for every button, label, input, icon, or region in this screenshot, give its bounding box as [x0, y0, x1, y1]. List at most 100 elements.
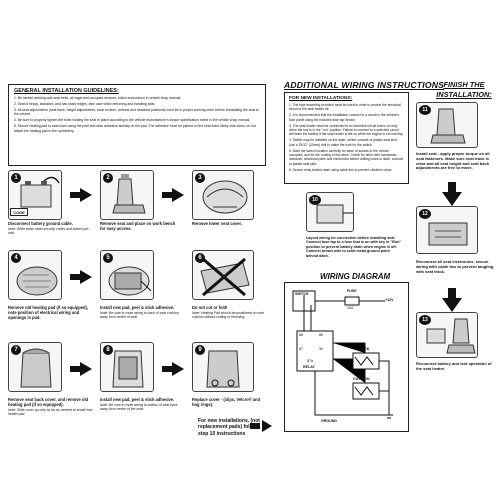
cushion-label: CUSHION	[353, 377, 370, 381]
step-13-caption: Reconnect battery and test operation of …	[416, 361, 492, 371]
down-arrow-icon	[442, 288, 462, 312]
instruction-item: 1. The fuse assembly provided must be us…	[289, 103, 401, 112]
step-4-image: 4	[8, 250, 62, 300]
finish-title: FINISH THE	[443, 80, 485, 89]
step-number: 1	[11, 173, 21, 183]
guideline-item: 5. Secure heating pad to seat foam using…	[14, 124, 256, 133]
amp-label: 10A	[347, 306, 354, 310]
step-7-caption: Remove seat back cover, and remove old h…	[8, 397, 94, 416]
step-6-image: 6	[192, 250, 254, 300]
step-10-image: 10	[306, 192, 354, 232]
battery-cable-illustration	[20, 176, 60, 208]
new-pad-install-illustration	[108, 266, 152, 296]
instruction-item: 6. Secure relay behind dash using cable …	[289, 167, 393, 172]
new-installations-box: FOR NEW INSTALLATIONS: 1. The fuse assem…	[284, 92, 409, 184]
step-number: 11	[419, 105, 431, 115]
arrow-icon	[250, 420, 272, 432]
seat-illustration	[112, 174, 146, 214]
new-installations-title: FOR NEW INSTALLATIONS:	[289, 96, 353, 101]
relay-pin: 30	[319, 347, 323, 351]
step-note: Note: Heating Pad should be positioned o…	[192, 310, 264, 319]
ground-label: GROUND	[321, 419, 337, 423]
step-5-image: 5	[100, 250, 154, 300]
relay-pin: 87	[299, 347, 303, 351]
step-number: 5	[103, 253, 113, 263]
step-text: Replace cover - (clips, Velcro® and hog …	[192, 397, 261, 407]
step-number: 4	[11, 253, 21, 263]
additional-wiring-title: ADDITIONAL WIRING INSTRUCTIONS	[284, 80, 445, 90]
step-number: 9	[195, 345, 205, 355]
step-number: 10	[309, 195, 321, 205]
down-arrow-icon	[442, 182, 462, 206]
seat-electronics-illustration	[428, 222, 468, 246]
step-8-caption: Install new pad, peel & stick adhesive. …	[100, 397, 184, 411]
general-guidelines-box: GENERAL INSTALLATION GUIDELINES: 1. Be c…	[8, 84, 266, 166]
wiring-diagram-title: WIRING DIAGRAM	[320, 272, 391, 281]
step-note: Note: Be sure to route wiring to bottom …	[100, 402, 179, 411]
seat-back-cover-illustration	[20, 348, 52, 388]
relay-pin: 85	[319, 333, 323, 337]
relay-pin: 87a	[307, 359, 313, 363]
arrow-icon	[70, 188, 92, 202]
step-12-caption: Reconnect all seat electronics, secure w…	[416, 259, 494, 274]
step-9-caption: Replace cover - (clips, Velcro® and hog …	[192, 397, 266, 408]
step-9-image: 9	[192, 342, 254, 392]
step-text: Remove seat and place on work bench for …	[100, 221, 176, 231]
step-3-image: 3	[192, 170, 254, 220]
step-text: Install new pad, peel & stick adhesive.	[100, 397, 175, 402]
arrow-icon	[70, 270, 92, 284]
step-text: Remove lower seat cover.	[192, 221, 243, 226]
step-text: Remove seat back cover, and remove old h…	[8, 397, 89, 407]
step-1-caption: Disconnect battery ground cable. Note: W…	[8, 221, 90, 235]
code-label: CODE	[10, 208, 28, 216]
guideline-item: 2. Seat is heavy, awkward, and has sharp…	[14, 102, 156, 107]
step-number: 13	[419, 315, 431, 325]
guidelines-title: GENERAL INSTALLATION GUIDELINES:	[14, 88, 119, 94]
step-text: Do not cut or fold!	[192, 305, 228, 310]
step-2-image: 2	[100, 170, 154, 220]
instruction-item: 2. It is recommended that the installati…	[289, 113, 400, 122]
instruction-item: 4. Switch may be installed on the dash, …	[289, 138, 398, 147]
step-12-image: 12	[416, 206, 478, 254]
step-11-image: 11	[416, 102, 478, 148]
relay-label: RELAY	[303, 365, 315, 369]
step-3-caption: Remove lower seat cover.	[192, 221, 262, 227]
arrow-icon	[162, 362, 184, 376]
new-install-note: For new installations, (not replacement …	[198, 418, 260, 437]
step-number: 8	[103, 345, 113, 355]
guideline-item: 3. All seat adjustments (seat track, hei…	[14, 108, 259, 117]
step-number: 12	[419, 209, 431, 219]
step-number: 2	[103, 173, 113, 183]
test-operation-illustration	[426, 318, 476, 354]
arrow-icon	[162, 188, 184, 202]
step-text: Disconnect battery ground cable.	[8, 221, 73, 226]
step-13-image: 13	[416, 312, 478, 358]
step-text: Install new pad, peel & stick adhesive.	[100, 305, 175, 310]
arrow-icon	[70, 362, 92, 376]
do-not-cut-illustration	[200, 257, 250, 297]
step-5-caption: Install new pad, peel & stick adhesive. …	[100, 305, 184, 319]
step-8-image: 8	[100, 342, 154, 392]
step-number: 7	[11, 345, 21, 355]
step-10-caption: Layout wiring for connection before inst…	[306, 236, 402, 258]
replace-cover-illustration	[206, 350, 240, 388]
back-pad-install-illustration	[112, 350, 144, 388]
switch-label: SWITCH	[295, 292, 309, 296]
relay-pin: 86	[299, 333, 303, 337]
step-7-image: 7	[8, 342, 62, 392]
finish-subtitle: INSTALLATION:	[436, 90, 492, 99]
step-number: 6	[195, 253, 205, 263]
fuse-label: FUSE	[347, 289, 357, 293]
install-seat-illustration	[430, 108, 466, 144]
instruction-item: 3. The seat heater must be connected to …	[289, 123, 404, 137]
step-number: 3	[195, 173, 205, 183]
wiring-schematic	[292, 290, 393, 419]
step-note: Note: Write down radio security codes an…	[8, 226, 90, 235]
instruction-item: 5. Mark the switch location carefully fo…	[289, 148, 404, 166]
back-label: BACK	[359, 347, 370, 351]
guideline-item: 4. Be sure to properly tighten the bolts…	[14, 118, 251, 123]
guideline-item: 1. Be careful working with seat belts, a…	[14, 96, 182, 100]
wiring-diagram-box: SWITCH FUSE 10A +12V 86 85 87 30 87a REL…	[284, 282, 409, 432]
step-4-caption: Remove old heating pad (if so equipped),…	[8, 305, 94, 321]
seat-cover-illustration	[202, 180, 248, 214]
